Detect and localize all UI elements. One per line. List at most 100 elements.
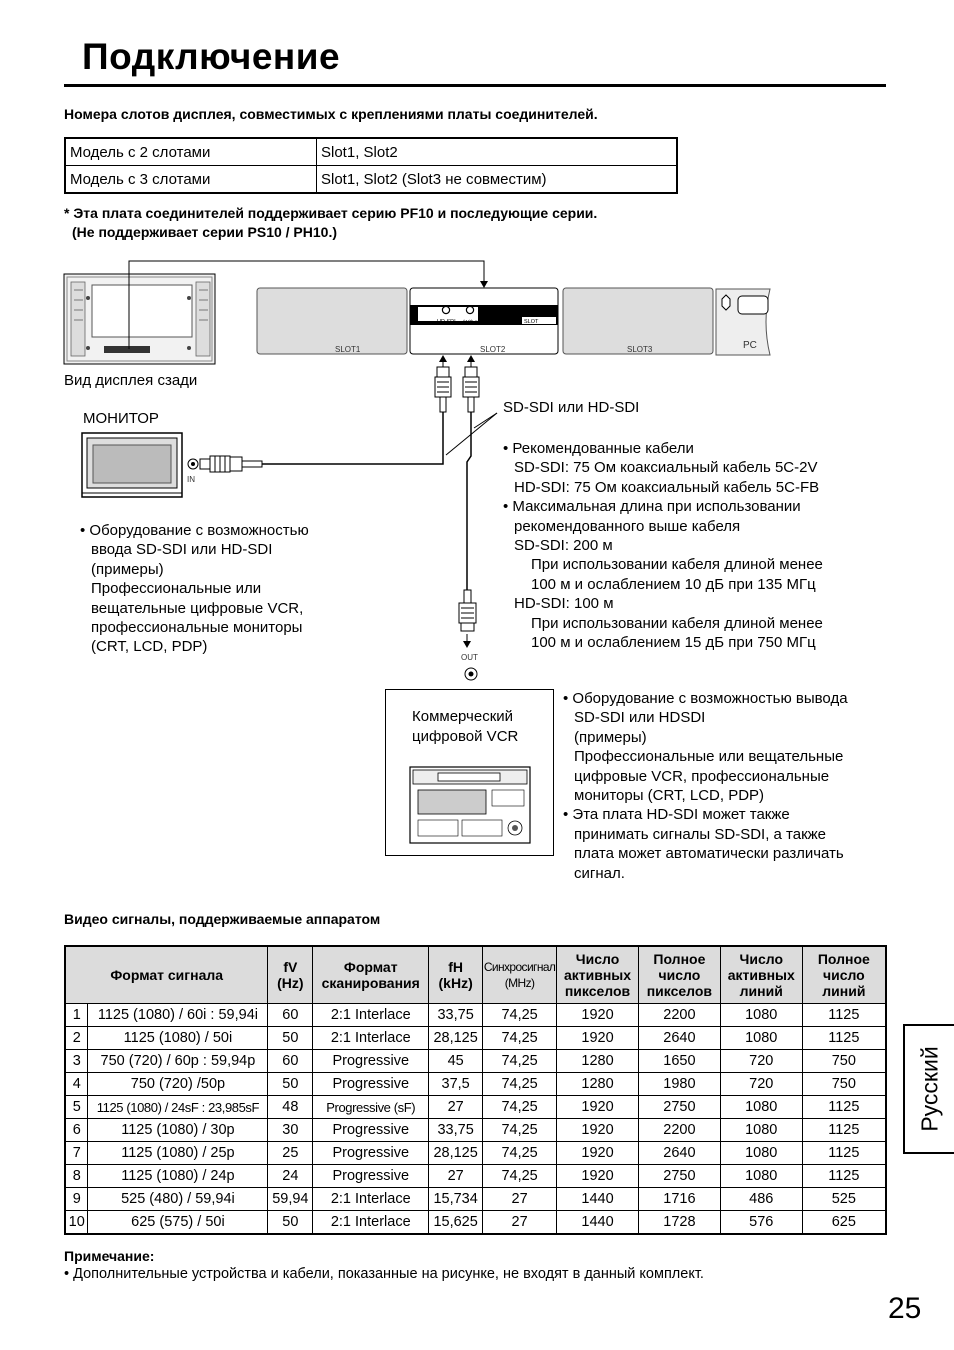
- table-cell: 1125: [801, 1164, 887, 1188]
- table-cell: 27: [428, 1164, 484, 1188]
- header-format: Формат сигнала: [64, 945, 269, 1004]
- note-line: принимать сигналы SD-SDI, а также: [574, 825, 827, 843]
- table-cell: 1440: [556, 1187, 639, 1211]
- table-cell: 25: [267, 1141, 314, 1165]
- table-cell: 1125 (1080) / 50i: [87, 1026, 269, 1050]
- table-cell: 1280: [556, 1072, 639, 1096]
- header-fh: fH(kHz): [428, 945, 484, 1004]
- table-cell: 2750: [637, 1164, 721, 1188]
- table-cell: 750: [801, 1072, 887, 1096]
- table-cell: 74,25: [482, 1049, 558, 1073]
- note-line: (примеры): [574, 728, 647, 746]
- table-cell: 9: [64, 1187, 89, 1211]
- slot-label: SLOT3: [627, 345, 653, 354]
- note-line: Максимальная длина при использовании: [503, 497, 903, 516]
- table-cell: 1716: [637, 1187, 721, 1211]
- table-cell: 24: [267, 1164, 314, 1188]
- note-line: ввода SD-SDI или HD-SDI: [91, 541, 273, 559]
- table-cell: 74,25: [482, 1026, 558, 1050]
- table-cell: 1080: [719, 1118, 803, 1142]
- slot-label: SLOT2: [480, 345, 506, 354]
- table-cell: Progressive: [312, 1141, 430, 1165]
- table-cell: 1125 (1080) / 24sF : 23,985sF: [87, 1095, 269, 1119]
- table-cell: 6: [64, 1118, 89, 1142]
- series-note-line2: (Не поддерживает серии PS10 / PH10.): [72, 224, 338, 240]
- note-line: сигнал.: [574, 864, 625, 882]
- table-cell: 1080: [719, 1164, 803, 1188]
- monitor-label: МОНИТОР: [83, 410, 159, 427]
- table-cell: 525 (480) / 59,94i: [87, 1187, 269, 1211]
- table-cell: 2:1 Interlace: [312, 1026, 430, 1050]
- table-cell: 48: [267, 1095, 314, 1119]
- table-cell: 1920: [556, 1026, 639, 1050]
- table-cell: 1920: [556, 1118, 639, 1142]
- table-cell: 750: [801, 1049, 887, 1073]
- note-line: При использовании кабеля длиной менее: [531, 556, 823, 574]
- table-cell: 1080: [719, 1141, 803, 1165]
- table-cell: 15,625: [428, 1210, 484, 1235]
- table-cell: 1125 (1080) / 25p: [87, 1141, 269, 1165]
- slots-heading: Номера слотов дисплея, совместимых с кре…: [64, 106, 598, 122]
- note-line: (примеры): [91, 560, 164, 578]
- table-cell: 1920: [556, 1141, 639, 1165]
- table-cell: 74,25: [482, 1072, 558, 1096]
- slot-slots-cell: Slot1, Slot2 (Slot3 не совместим): [316, 165, 678, 194]
- vcr-label-line1: Коммерческий: [412, 708, 514, 725]
- bnc-plug: [462, 366, 480, 413]
- note-line: Профессиональные или вещательные: [574, 748, 844, 766]
- table-cell: 50: [267, 1210, 314, 1235]
- table-cell: 1980: [637, 1072, 721, 1096]
- table-cell: 2:1 Interlace: [312, 1003, 430, 1027]
- table-cell: 2640: [637, 1026, 721, 1050]
- note-line: Рекомендованные кабели: [503, 439, 903, 458]
- language-tab-label: Русский: [916, 1046, 942, 1132]
- slot-slots-cell: Slot1, Slot2: [316, 137, 678, 166]
- table-cell: Progressive: [312, 1164, 430, 1188]
- title-rule: [64, 84, 886, 87]
- table-cell: 5: [64, 1095, 89, 1119]
- table-cell: 15,734: [428, 1187, 484, 1211]
- vcr-illustration: [409, 766, 531, 844]
- page-title: Подключение: [82, 36, 341, 77]
- bnc-plug: [458, 589, 477, 632]
- table-cell: 2:1 Interlace: [312, 1210, 430, 1235]
- slot-table: Модель с 2 слотами Slot1, Slot2 Модель с…: [64, 137, 678, 194]
- vcr-notes: Оборудование с возможностью выводаSD-SDI…: [563, 689, 893, 883]
- note-line: SD-SDI: 75 Ом коаксиальный кабель 5C-2V: [514, 459, 818, 477]
- table-cell: 720: [719, 1072, 803, 1096]
- slot-model-cell: Модель с 2 слотами: [64, 137, 317, 166]
- board-hd-sdi-label: HD SDI: [437, 319, 456, 325]
- table-cell: 720: [719, 1049, 803, 1073]
- table-cell: 50: [267, 1026, 314, 1050]
- table-cell: 74,25: [482, 1118, 558, 1142]
- table-cell: 750 (720) /50p: [87, 1072, 269, 1096]
- table-cell: 2: [64, 1026, 89, 1050]
- bnc-plug-horizontal: [199, 455, 263, 473]
- table-cell: 1125: [801, 1003, 887, 1027]
- table-cell: 2200: [637, 1118, 721, 1142]
- table-cell: 1125: [801, 1118, 887, 1142]
- note-line: Оборудование с возможностью: [80, 521, 370, 540]
- table-cell: 1080: [719, 1095, 803, 1119]
- note-line: 100 м и ослаблением 15 дБ при 750 МГц: [531, 634, 816, 652]
- table-cell: 1920: [556, 1003, 639, 1027]
- table-cell: 60: [267, 1003, 314, 1027]
- table-cell: 2750: [637, 1095, 721, 1119]
- note-line: SD-SDI или HDSDI: [574, 709, 706, 727]
- note-line: SD-SDI: 200 м: [514, 537, 613, 555]
- header-fv: fV(Hz): [267, 945, 314, 1004]
- note-text: Дополнительные устройства и кабели, пока…: [64, 1266, 704, 1282]
- table-cell: 1125 (1080) / 24p: [87, 1164, 269, 1188]
- table-cell: 60: [267, 1049, 314, 1073]
- note-line: рекомендованного выше кабеля: [514, 517, 741, 535]
- table-cell: 74,25: [482, 1095, 558, 1119]
